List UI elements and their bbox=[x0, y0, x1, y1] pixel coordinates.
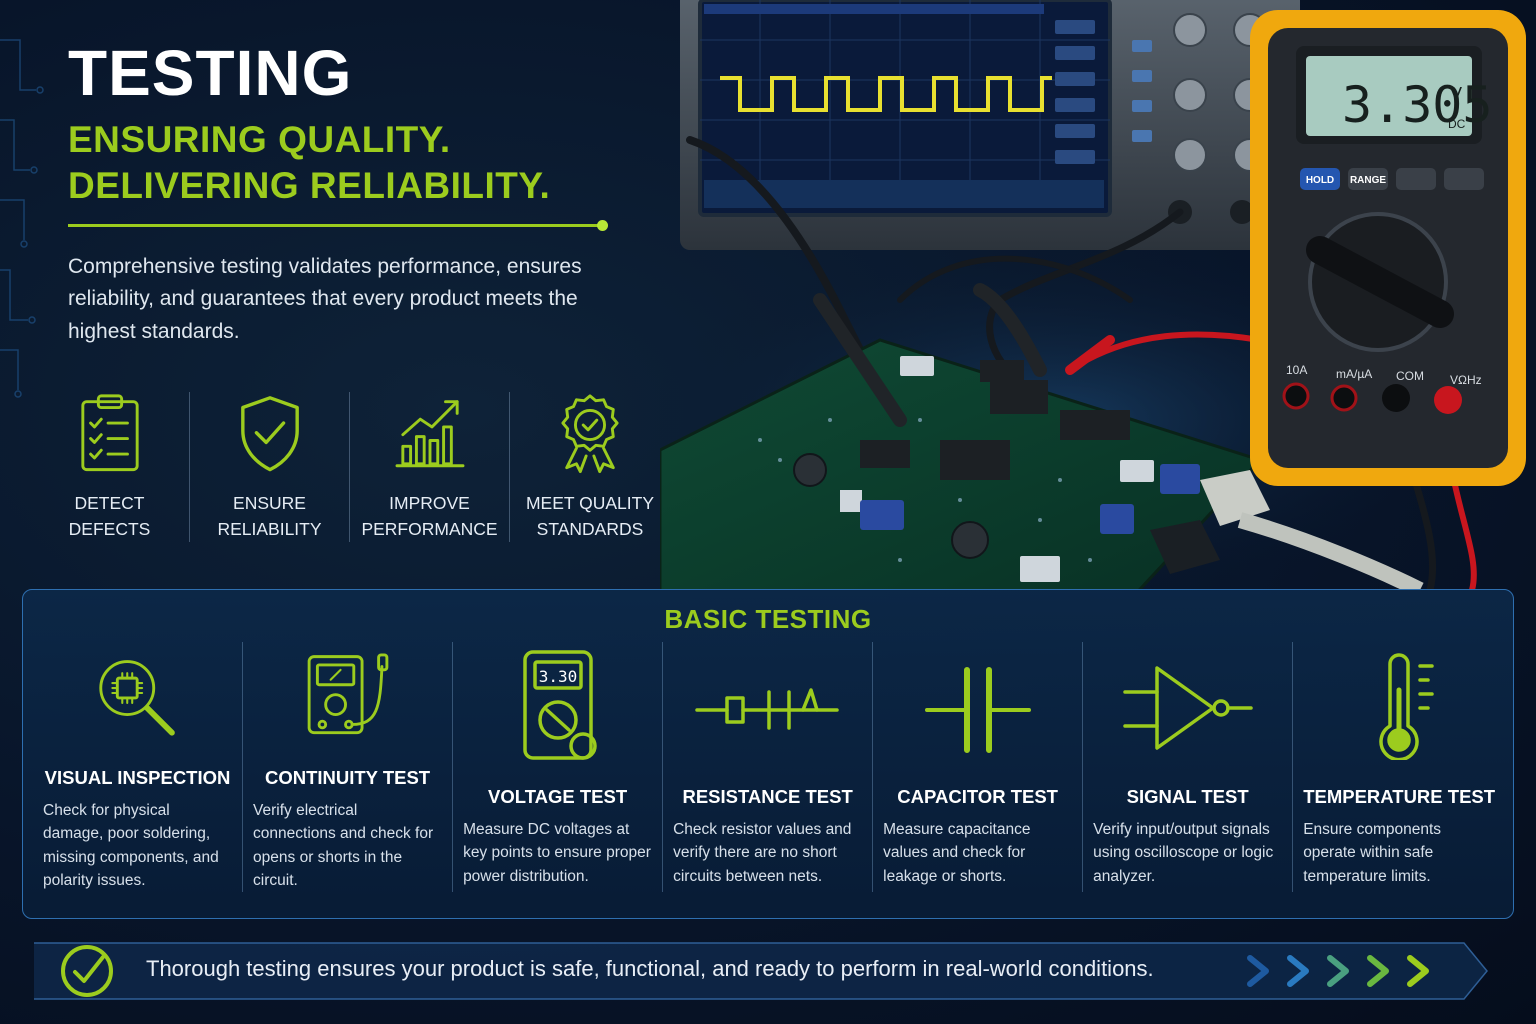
voltmeter-icon: 3.30 bbox=[522, 650, 597, 760]
feature-label: MEET QUALITY STANDARDS bbox=[515, 490, 665, 543]
feature-label-line: MEET QUALITY bbox=[525, 492, 655, 513]
feature-item: MEET QUALITY STANDARDS bbox=[510, 392, 670, 542]
chevron-arrows-icon bbox=[1247, 955, 1429, 987]
test-description: Measure capacitance values and check for… bbox=[883, 821, 1031, 885]
feature-label-line: RELIABILITY bbox=[217, 518, 322, 539]
hero-subtitle-line-2: DELIVERING RELIABILITY. bbox=[68, 165, 551, 207]
feature-item: ENSURE RELIABILITY bbox=[190, 392, 350, 542]
test-item-visual-inspection: VISUAL INSPECTION Check for physical dam… bbox=[33, 642, 244, 892]
test-item-resistance: RESISTANCE TEST Check resistor values an… bbox=[663, 642, 874, 892]
test-name: RESISTANCE TEST bbox=[682, 786, 853, 807]
range-button-label: RANGE bbox=[1350, 175, 1386, 186]
basic-testing-panel: BASIC TESTING VISUAL INSPECTION Check fo… bbox=[22, 589, 1514, 919]
meter-probe-icon bbox=[307, 653, 388, 735]
test-description: Verify input/output signals using oscill… bbox=[1093, 821, 1274, 885]
capacitor-symbol-icon bbox=[924, 667, 1031, 753]
test-description: Check resistor values and verify there a… bbox=[673, 821, 852, 885]
test-name: TEMPERATURE TEST bbox=[1303, 786, 1496, 807]
test-item-continuity: CONTINUITY TEST Verify electrical connec… bbox=[243, 642, 454, 892]
test-description: Ensure components operate within safe te… bbox=[1303, 821, 1442, 885]
page-title: TESTING bbox=[68, 37, 353, 109]
test-name: CONTINUITY TEST bbox=[264, 767, 431, 788]
bottom-banner: Thorough testing ensures your product is… bbox=[34, 942, 1488, 1000]
test-item-capacitor: CAPACITOR TEST Measure capacitance value… bbox=[873, 642, 1084, 892]
test-name: VISUAL INSPECTION bbox=[44, 767, 231, 788]
multimeter-unit: V bbox=[1450, 84, 1462, 104]
test-item-voltage: 3.30 VOLTAGE TEST Measure DC voltages at… bbox=[453, 642, 664, 892]
magnifier-chip-icon bbox=[98, 660, 175, 736]
feature-item: DETECT DEFECTS bbox=[30, 392, 190, 542]
feature-list: DETECT DEFECTS ENSURE RELIABILITY IMPROV… bbox=[30, 392, 670, 542]
oscilloscope bbox=[680, 0, 1300, 250]
circuit-board bbox=[660, 338, 1424, 590]
test-item-temperature: TEMPERATURE TEST Ensure components opera… bbox=[1293, 642, 1505, 892]
hero-subtitle-line-1: ENSURING QUALITY. bbox=[68, 119, 451, 161]
port-label-ma: mA/µA bbox=[1336, 367, 1372, 381]
test-item-signal: SIGNAL TEST Verify input/output signals … bbox=[1083, 642, 1294, 892]
digital-multimeter: 3.305 V DC HOLD RANGE 10A mA/µA COM VΩHz bbox=[1250, 10, 1526, 486]
hero-section: TESTING ENSURING QUALITY. DELIVERING REL… bbox=[68, 37, 628, 348]
quality-badge-icon bbox=[561, 394, 619, 474]
feature-item: IMPROVE PERFORMANCE bbox=[350, 392, 510, 542]
hero-subtitle: ENSURING QUALITY. DELIVERING RELIABILITY… bbox=[68, 117, 628, 210]
test-equipment-illustration: 3.305 V DC HOLD RANGE 10A mA/µA COM VΩHz bbox=[660, 0, 1526, 590]
feature-label-line: STANDARDS bbox=[536, 518, 644, 539]
test-name: SIGNAL TEST bbox=[1126, 786, 1249, 807]
test-description: Verify electrical connections and check … bbox=[253, 802, 434, 889]
circuit-trace-decoration bbox=[0, 39, 44, 398]
check-circle-icon bbox=[61, 945, 113, 997]
banner-message: Thorough testing ensures your product is… bbox=[146, 956, 1154, 981]
test-list: VISUAL INSPECTION Check for physical dam… bbox=[33, 642, 1505, 892]
hero-divider bbox=[68, 219, 608, 231]
logic-gate-icon bbox=[1122, 666, 1253, 750]
banner-background bbox=[34, 942, 1488, 1000]
thermometer-icon bbox=[1379, 653, 1434, 760]
test-description: Measure DC voltages at key points to ens… bbox=[463, 821, 651, 885]
feature-label-line: PERFORMANCE bbox=[361, 518, 498, 539]
feature-label: IMPROVE PERFORMANCE bbox=[355, 490, 505, 543]
test-name: VOLTAGE TEST bbox=[488, 786, 628, 807]
port-label-com: COM bbox=[1396, 369, 1424, 383]
multimeter-mode: DC bbox=[1448, 117, 1466, 131]
shield-check-icon bbox=[240, 396, 299, 472]
test-name: CAPACITOR TEST bbox=[897, 786, 1058, 807]
port-label-10a: 10A bbox=[1286, 363, 1307, 377]
resistor-symbol-icon bbox=[694, 688, 839, 730]
feature-label-line: DEFECTS bbox=[68, 518, 151, 539]
hero-description: Comprehensive testing validates performa… bbox=[68, 254, 582, 343]
feature-label: DETECT DEFECTS bbox=[35, 490, 185, 543]
growth-chart-icon bbox=[395, 400, 464, 468]
clipboard-checklist-icon bbox=[80, 394, 139, 472]
multimeter-display-reading: 3.305 bbox=[1342, 76, 1493, 134]
test-description: Check for physical damage, poor solderin… bbox=[43, 802, 219, 889]
feature-label-line: ENSURE bbox=[233, 492, 306, 513]
feature-label: ENSURE RELIABILITY bbox=[195, 490, 345, 543]
hold-button-label: HOLD bbox=[1306, 175, 1334, 186]
feature-label-line: IMPROVE bbox=[389, 492, 470, 513]
feature-label-line: DETECT bbox=[74, 492, 145, 513]
voltmeter-display: 3.30 bbox=[538, 667, 577, 686]
port-label-voltage: VΩHz bbox=[1450, 373, 1482, 387]
panel-title: BASIC TESTING bbox=[664, 604, 872, 634]
